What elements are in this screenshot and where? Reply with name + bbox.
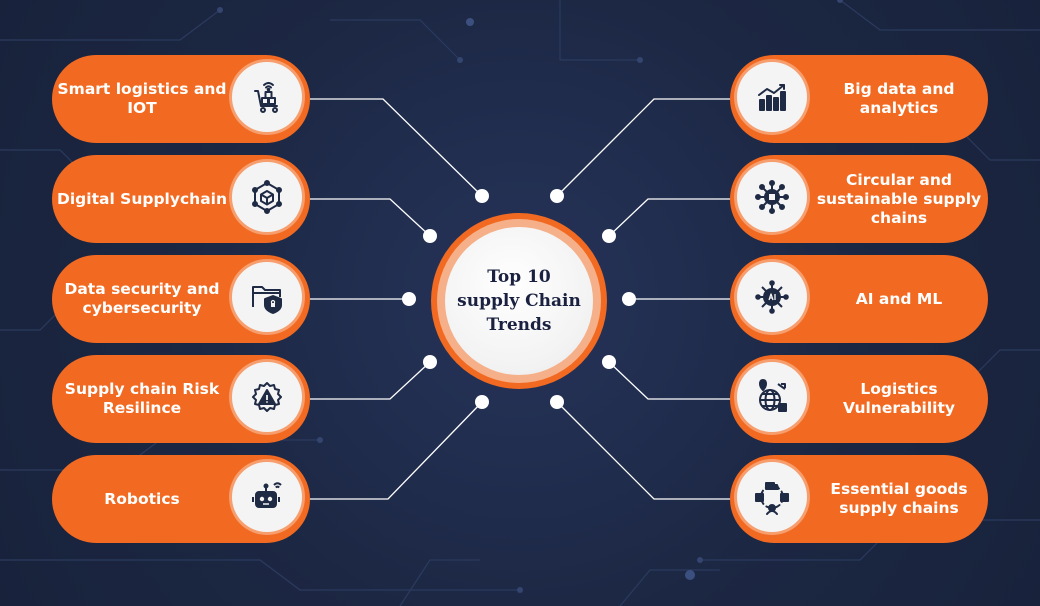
trend-data-security: Data security and cybersecurity	[52, 255, 310, 343]
trend-label: Smart logistics and IOT	[57, 80, 227, 117]
ai-chip-icon	[737, 262, 807, 332]
connector-right-4	[608, 361, 730, 400]
cart-wifi-icon	[232, 62, 302, 132]
trend-logistics-vulnerability: Logistics Vulnerability	[730, 355, 988, 443]
trend-label: Supply chain Risk Resilince	[64, 380, 220, 417]
trend-big-data: Big data and analytics	[730, 55, 988, 143]
trend-ai-ml: AI and ML	[730, 255, 988, 343]
trend-label: AI and ML	[855, 289, 943, 308]
connector-dot	[602, 355, 616, 369]
folder-shield-icon	[232, 262, 302, 332]
hub-center: Top 10 supply Chain Trends	[445, 227, 593, 375]
connector-dot	[423, 229, 437, 243]
trend-label: Circular and sustainable supply chains	[816, 170, 982, 227]
globe-logistics-icon	[737, 362, 807, 432]
network-cube-icon	[232, 162, 302, 232]
trend-label: Digital Supplychain	[57, 189, 228, 208]
connector-left-4	[310, 361, 431, 400]
connector-dot	[402, 292, 416, 306]
trend-smart-logistics: Smart logistics and IOT	[52, 55, 310, 143]
connector-dot	[550, 395, 564, 409]
connector-dot	[602, 229, 616, 243]
connector-right-2	[608, 198, 730, 237]
delivery-cycle-icon	[737, 462, 807, 532]
connector-left-1	[310, 98, 483, 197]
trend-label: Essential goods supply chains	[830, 480, 968, 517]
connector-dot	[475, 189, 489, 203]
trend-robotics: Robotics	[52, 455, 310, 543]
bar-chart-icon	[737, 62, 807, 132]
connector-dot	[475, 395, 489, 409]
hub-title: Top 10 supply Chain Trends	[457, 267, 581, 335]
connector-left-5	[310, 401, 483, 500]
connector-dot	[550, 189, 564, 203]
trend-risk-resilience: Supply chain Risk Resilince	[52, 355, 310, 443]
connector-left-2	[310, 198, 431, 237]
trend-label: Data security and cybersecurity	[64, 280, 220, 317]
trend-essential-goods: Essential goods supply chains	[730, 455, 988, 543]
circular-network-icon	[737, 162, 807, 232]
connector-right-5	[556, 401, 730, 500]
robot-icon	[232, 462, 302, 532]
connector-right-1	[556, 98, 730, 197]
trend-label: Big data and analytics	[843, 80, 955, 117]
connector-dot	[622, 292, 636, 306]
trend-label: Logistics Vulnerability	[843, 380, 955, 417]
gear-warning-icon	[232, 362, 302, 432]
trend-label: Robotics	[104, 489, 180, 508]
trend-circular-sustainable: Circular and sustainable supply chains	[730, 155, 988, 243]
trend-digital-supplychain: Digital Supplychain	[52, 155, 310, 243]
connector-dot	[423, 355, 437, 369]
